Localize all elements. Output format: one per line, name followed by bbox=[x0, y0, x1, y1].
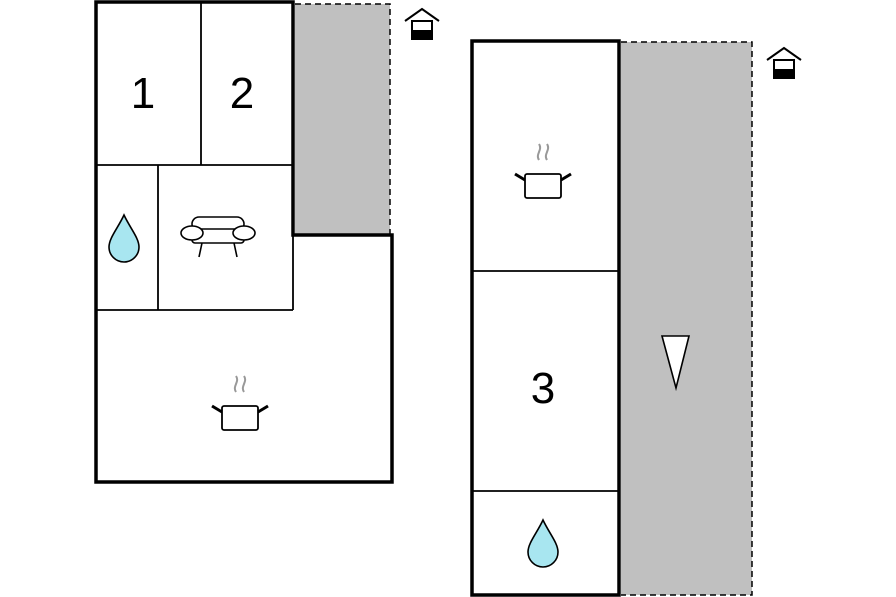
terrace-area bbox=[295, 4, 390, 235]
terrace-dashed-edge bbox=[621, 41, 753, 596]
room-label-bedroom-1: 1 bbox=[131, 69, 155, 118]
building-b: 3 bbox=[470, 39, 802, 597]
house-entrance-icon bbox=[404, 8, 440, 40]
cooking-pot-icon bbox=[513, 142, 573, 200]
building-a: 1 2 bbox=[94, 0, 440, 484]
sofa-icon bbox=[180, 216, 256, 258]
water-drop-icon bbox=[527, 519, 559, 568]
room-label-bedroom-3: 3 bbox=[531, 364, 555, 413]
house-entrance-icon bbox=[766, 47, 802, 79]
building-a-outer-wall bbox=[94, 0, 394, 484]
direction-triangle-icon bbox=[660, 335, 691, 392]
building-b-outer-wall bbox=[470, 39, 621, 597]
terrace-area bbox=[621, 42, 752, 595]
room-label-bedroom-2: 2 bbox=[230, 69, 254, 118]
cooking-pot-icon bbox=[210, 374, 270, 432]
terrace-dashed-edge bbox=[295, 3, 391, 235]
water-drop-icon bbox=[108, 214, 140, 263]
